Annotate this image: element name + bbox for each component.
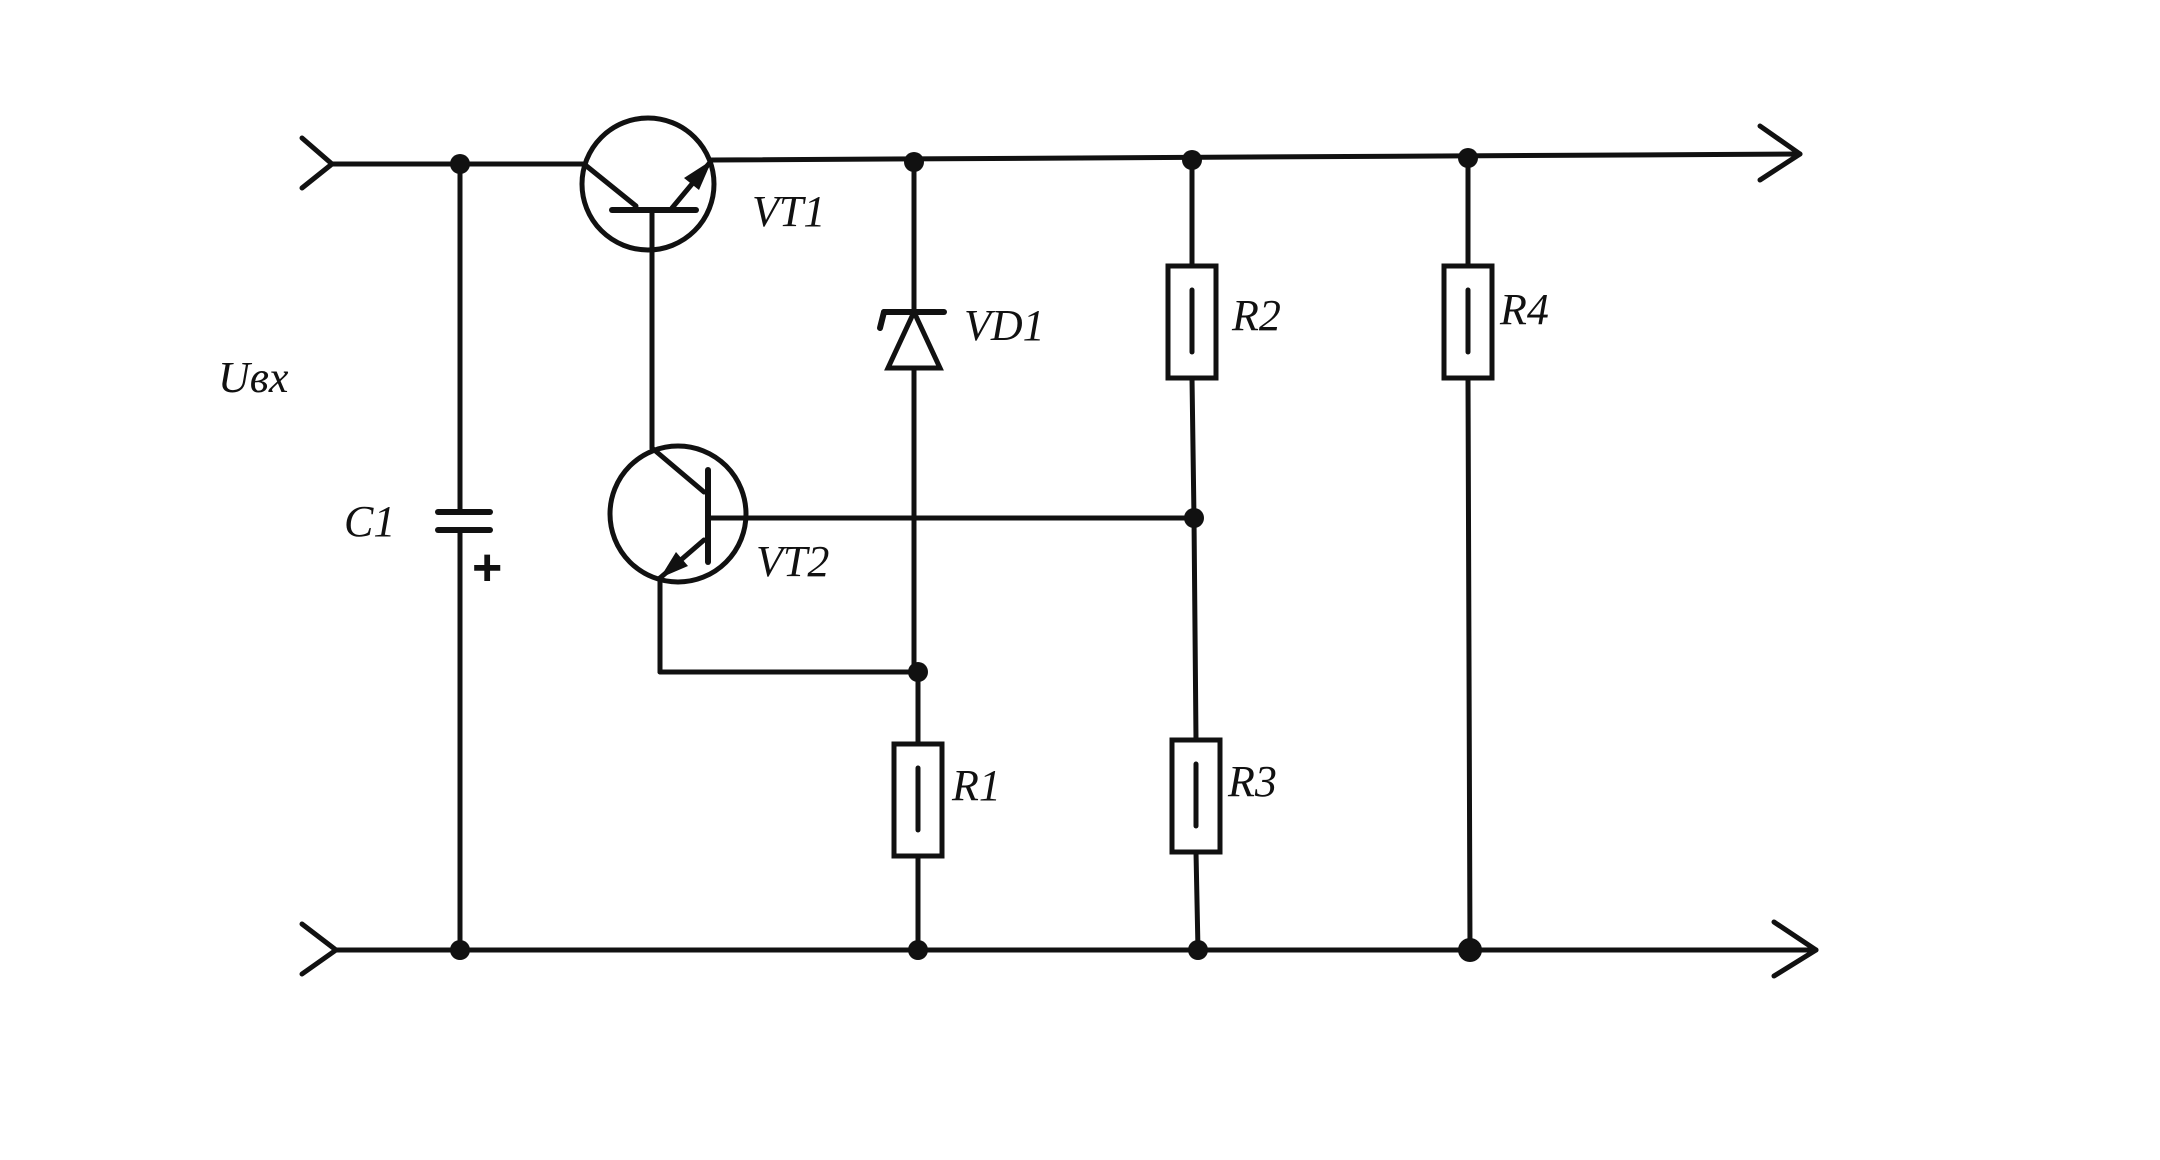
vt2-emitter-arrow (660, 552, 688, 578)
r1-label: R1 (951, 761, 1001, 810)
capacitor-c1: + (435, 161, 502, 953)
r4-label: R4 (1499, 285, 1549, 334)
transistor-vt1 (579, 115, 717, 253)
input-voltage-label: Uвх (218, 353, 289, 402)
junction-dot (450, 154, 470, 174)
resistor-r2 (1165, 157, 1219, 521)
vt2-label: VT2 (756, 537, 829, 586)
vt1-label: VT1 (752, 187, 825, 236)
junction-dot (908, 940, 928, 960)
r3-label: R3 (1227, 757, 1277, 806)
junction-dot (908, 662, 928, 682)
junction-dot (450, 940, 470, 960)
resistor-r3 (1169, 515, 1223, 953)
vt2-collector (649, 445, 707, 495)
junction-dot (904, 152, 924, 172)
junction-dot (1184, 508, 1204, 528)
vd1-cathode-tail (877, 309, 887, 331)
vd1-triangle (884, 306, 944, 371)
zener-vd1 (877, 159, 947, 675)
bottom-rail (299, 919, 1819, 979)
r4-lower-lead (1465, 375, 1473, 953)
output-top-arrow (1757, 123, 1803, 183)
c1-polarity-mark: + (472, 539, 502, 597)
vd1-label: VD1 (964, 301, 1045, 350)
input-top-terminal (299, 135, 335, 191)
junction-dot (1188, 940, 1208, 960)
junction-dot (1458, 938, 1482, 962)
vt1-collector (581, 161, 639, 209)
r3-upper-lead (1191, 515, 1199, 743)
junctions (450, 148, 1482, 962)
resistor-r4 (1441, 155, 1495, 953)
top-rail (299, 123, 1803, 191)
vt1-body (579, 115, 717, 253)
r2-label: R2 (1231, 291, 1281, 340)
r3-lower-lead (1193, 849, 1201, 953)
vt1-emitter-arrow (684, 160, 712, 190)
input-bottom-terminal (299, 921, 339, 977)
transistor-vt2 (607, 443, 749, 675)
vt2-body (607, 443, 749, 585)
output-bottom-arrow (1771, 919, 1819, 979)
junction-dot (1458, 148, 1478, 168)
junction-dot (1182, 150, 1202, 170)
r2-lower-lead (1189, 375, 1197, 521)
labels: Uвх C1 VT1 VT2 VD1 R1 R2 R3 R4 (218, 187, 1549, 810)
c1-label: C1 (344, 497, 395, 546)
output-top-wire (709, 151, 1803, 163)
resistor-r1 (891, 669, 945, 953)
